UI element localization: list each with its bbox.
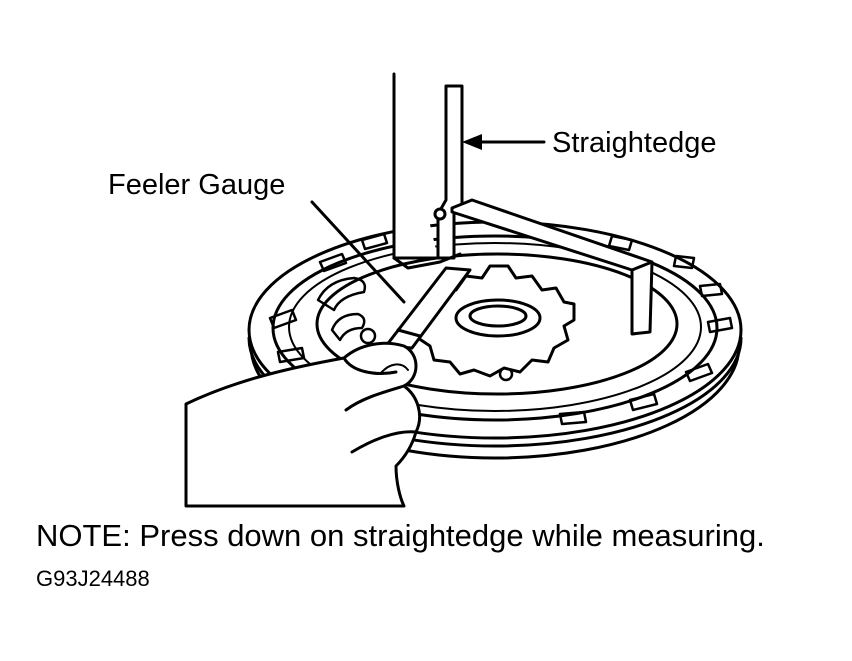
disc-plate-ring <box>315 252 679 396</box>
straightedge-arrow-icon <box>462 134 482 150</box>
hand-outline <box>184 341 421 508</box>
straightedge-hole <box>433 207 447 221</box>
straightedge <box>392 72 654 336</box>
straightedge-vertical <box>392 72 464 260</box>
friction-facing-groove <box>288 242 702 412</box>
measurement-note: NOTE: Press down on straightedge while m… <box>36 518 765 553</box>
figure-code: G93J24488 <box>36 566 150 591</box>
hub-bore-inner <box>468 304 528 328</box>
straightedge-horizontal <box>450 198 654 336</box>
hand <box>184 341 421 508</box>
feeler-gauge-label: Feeler Gauge <box>108 169 285 201</box>
feeler-gauge-leader <box>310 200 406 304</box>
straightedge-label: Straightedge <box>552 127 716 159</box>
hub <box>414 264 576 378</box>
